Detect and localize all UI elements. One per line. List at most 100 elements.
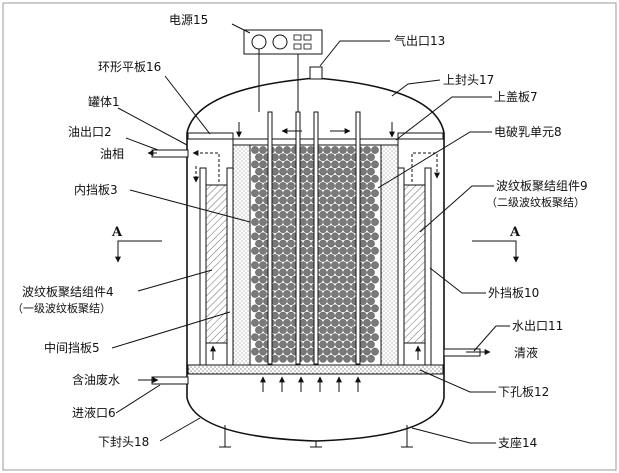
packing-ball: [303, 196, 311, 205]
packing-ball: [331, 318, 339, 327]
packing-ball: [323, 347, 331, 356]
packing-ball: [323, 261, 331, 270]
packing-ball: [251, 174, 259, 183]
packing-ball: [259, 246, 267, 255]
lower-head: [186, 397, 445, 442]
packing-ball: [283, 232, 291, 241]
packing-ball: [259, 146, 267, 154]
corrugated-assembly-2: [403, 184, 426, 344]
leader-upper-cover: [395, 96, 492, 141]
label-gas-outlet: 气出口13: [394, 33, 445, 48]
packing-ball: [363, 218, 371, 226]
packing-ball: [343, 210, 351, 219]
packing-ball: [343, 167, 351, 176]
packing-ball: [279, 182, 287, 190]
packing-ball: [323, 203, 331, 212]
packing-ball: [371, 218, 379, 226]
packing-ball: [363, 318, 371, 327]
packing-ball: [251, 275, 259, 284]
packing-ball: [347, 218, 355, 226]
packing-ball: [255, 326, 263, 334]
packing-ball: [371, 261, 379, 270]
packing-ball: [303, 268, 311, 277]
packing-ball: [283, 174, 291, 183]
flow-arrow: [192, 150, 220, 182]
packing-ball: [323, 232, 331, 241]
packing-ball: [251, 318, 259, 327]
packing-ball: [303, 153, 311, 161]
electrode-rod: [355, 111, 361, 365]
packing-ball: [287, 282, 295, 291]
packing-ball: [335, 297, 343, 306]
label-lower-plate: 下孔板12: [498, 385, 549, 399]
packing-ball: [275, 174, 283, 183]
leader-support: [411, 427, 496, 444]
packing-ball: [347, 160, 355, 169]
label-oil-outlet: 油出口2: [68, 125, 112, 139]
packing-ball: [279, 210, 287, 219]
packing-ball: [371, 232, 379, 241]
packing-ball: [251, 218, 259, 226]
packing-ball: [251, 160, 259, 169]
leader-outer-baffle: [429, 267, 486, 294]
packing-ball: [283, 246, 291, 255]
packing-ball: [275, 318, 283, 327]
packing-ball: [303, 182, 311, 190]
packing-ball: [319, 354, 327, 363]
internals: [187, 111, 444, 375]
leader-lower-head: [159, 417, 201, 442]
label-water-outlet: 水出口11: [512, 319, 563, 333]
leader-lower-plate: [419, 369, 496, 393]
lower-perforated-plate: [187, 364, 444, 375]
packing-ball: [371, 203, 379, 212]
middle-baffle-left: [226, 167, 234, 366]
packing-ball: [367, 326, 375, 334]
label-upper-head: 上封头17: [443, 73, 494, 87]
packing-ball: [283, 218, 291, 226]
packing-ball: [367, 340, 375, 349]
packing-ball: [251, 261, 259, 270]
packing-ball: [259, 203, 267, 212]
packing-ball: [343, 297, 351, 306]
packing-ball: [287, 311, 295, 320]
packing-ball: [339, 246, 347, 255]
packing-ball: [363, 261, 371, 270]
gas-outlet-nozzle: [309, 66, 323, 80]
packing-ball: [279, 196, 287, 205]
packing-ball: [319, 239, 327, 248]
packing-ball: [283, 203, 291, 212]
packing-ball: [323, 218, 331, 226]
packing-ball: [279, 225, 287, 233]
leader-inner-baffle: [129, 189, 251, 223]
packing-ball: [279, 297, 287, 306]
outer-baffle-right: [424, 167, 432, 366]
packing-ball: [303, 225, 311, 233]
packing-ball: [331, 189, 339, 197]
packing-ball: [275, 146, 283, 154]
packing-ball: [303, 282, 311, 291]
packing-ball: [331, 146, 339, 154]
packing-ball: [343, 268, 351, 277]
packing-ball: [275, 189, 283, 197]
packing-ball: [371, 174, 379, 183]
packing-ball: [339, 318, 347, 327]
packing-ball: [335, 167, 343, 176]
packing-ball: [371, 275, 379, 284]
packing-ball: [327, 340, 335, 349]
packing-ball: [287, 210, 295, 219]
label-lower-head: 下封头18: [98, 435, 149, 449]
packing-ball: [331, 333, 339, 342]
label-clear-liquid: 清液: [514, 345, 538, 360]
power-switch-icon: [303, 34, 312, 41]
packing-ball: [327, 210, 335, 219]
packing-ball: [251, 203, 259, 212]
packing-ball: [279, 340, 287, 349]
packing-ball: [343, 239, 351, 248]
packing-ball: [363, 189, 371, 197]
power-switch-icon: [303, 43, 312, 50]
packing-ball: [343, 340, 351, 349]
packing-ball: [279, 153, 287, 161]
packing-ball: [327, 254, 335, 262]
